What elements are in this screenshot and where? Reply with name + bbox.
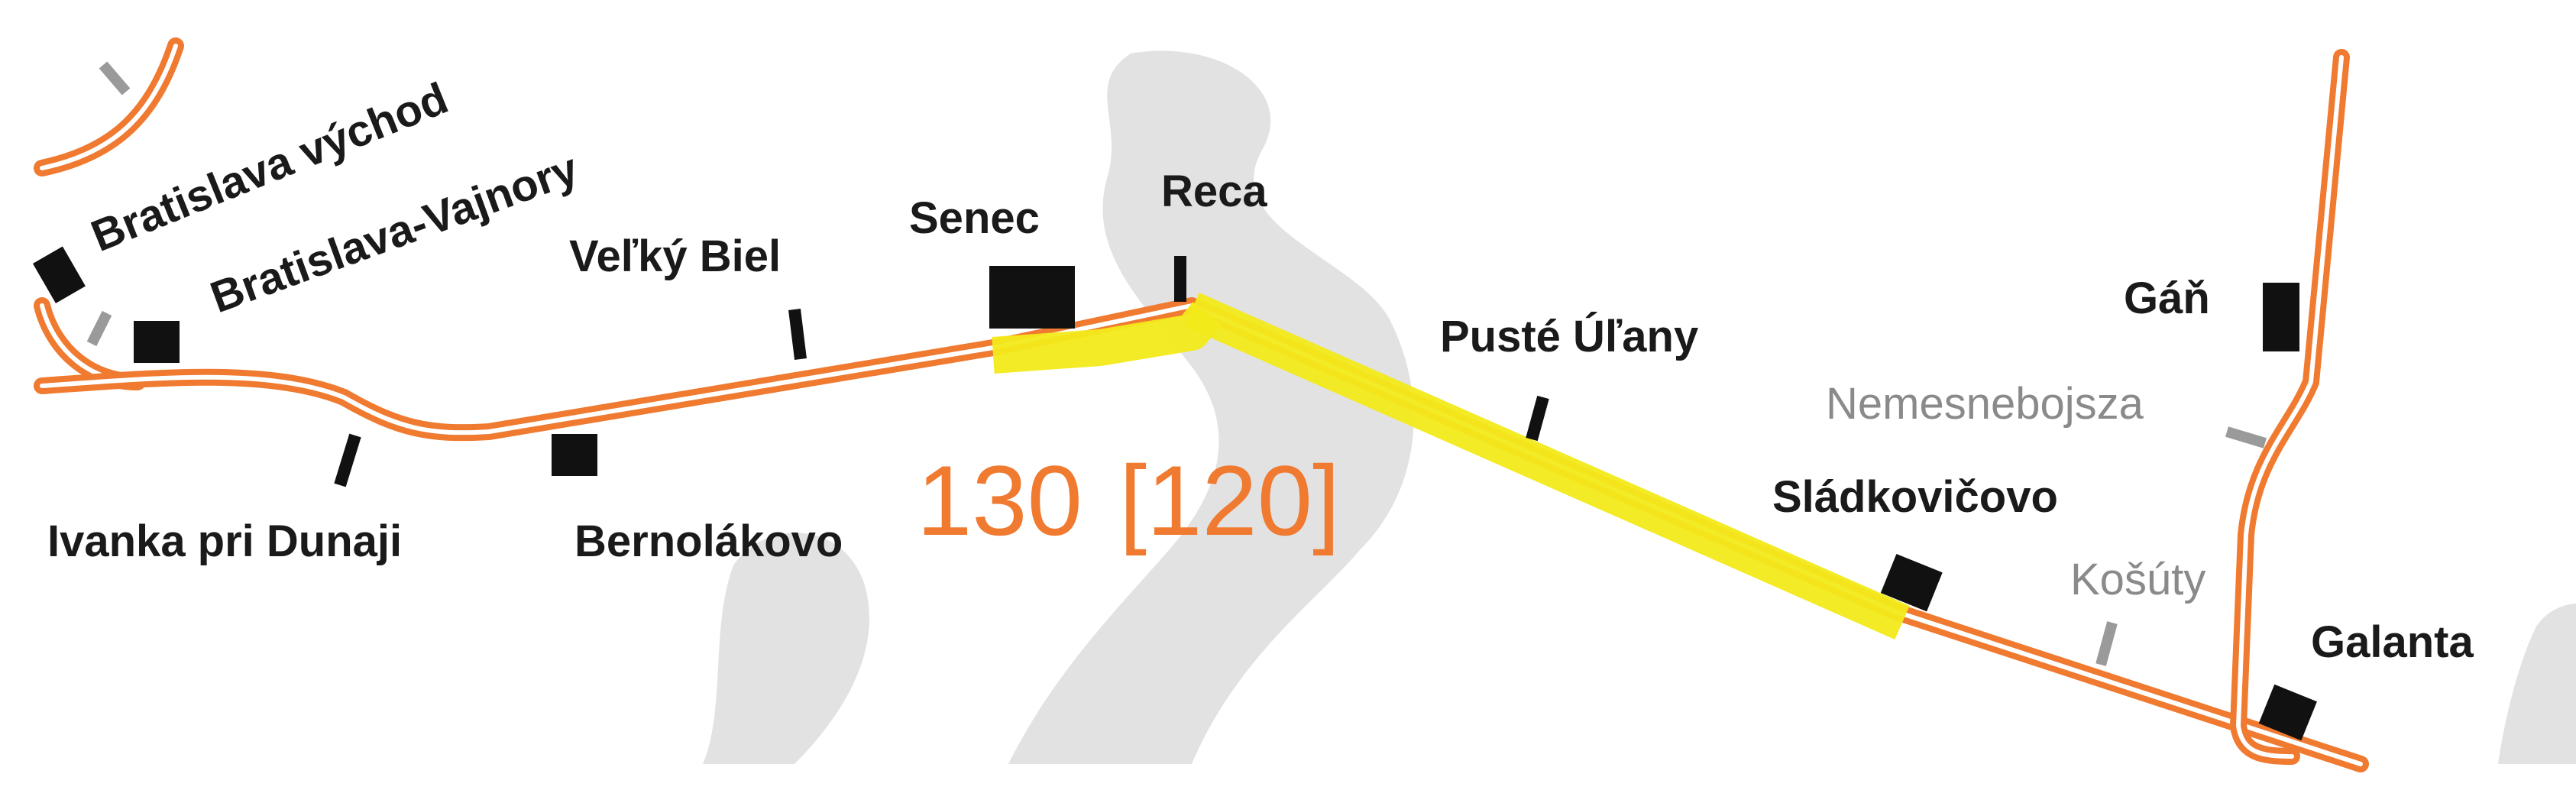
- label-senec: Senec: [909, 193, 1040, 243]
- background-swirl: [1008, 50, 1414, 764]
- rail-branch-gan-inner: [2236, 55, 2344, 759]
- label-velky-biel: Veľký Biel: [569, 232, 781, 281]
- station-marker-sladkovicovo: [1880, 553, 1943, 612]
- tick-left: [86, 310, 112, 347]
- minor-station-markers: [86, 61, 2267, 666]
- station-marker-velky-biel: [788, 309, 807, 360]
- highlighted-section: [992, 293, 1910, 639]
- highlight-reca-sladkovicovo: [1184, 293, 1910, 639]
- rail-branch-upper-left-inner: [40, 44, 178, 170]
- label-bernolakovo: Bernolákovo: [574, 516, 843, 566]
- label-sladkovicovo: Sládkovičovo: [1772, 472, 2058, 522]
- label-ivanka: Ivanka pri Dunaji: [47, 516, 402, 566]
- background-swirl-lower: [703, 533, 869, 764]
- station-markers: [32, 246, 2317, 741]
- tick-nemesnebojsza: [2225, 426, 2267, 448]
- railway-lines: [34, 37, 2369, 772]
- background-swirl-right: [2498, 604, 2576, 764]
- rail-main-line-inner: [40, 303, 2363, 766]
- station-marker-puste-ulany: [1526, 395, 1549, 442]
- label-gan: Gáň: [2124, 274, 2210, 323]
- tick-upper-left: [99, 61, 131, 96]
- tick-kosuty: [2095, 621, 2118, 666]
- route-number-alt: [120]: [1119, 445, 1340, 556]
- station-marker-bernolakovo: [552, 434, 597, 476]
- label-puste-ulany: Pusté Úľany: [1440, 312, 1698, 361]
- route-numbers: 130 [120]: [917, 445, 1340, 556]
- station-marker-ivanka: [334, 433, 361, 487]
- label-kosuty: Košúty: [2070, 555, 2205, 604]
- label-galanta: Galanta: [2311, 617, 2474, 667]
- label-reca: Reca: [1161, 167, 1267, 216]
- station-marker-left-edge: [32, 246, 86, 303]
- background-shapes: [703, 50, 2576, 764]
- route-number-main: 130: [917, 445, 1083, 556]
- station-marker-bratislava-vajnory: [134, 321, 180, 363]
- label-nemesnebojsza: Nemesnebojsza: [1826, 379, 2144, 429]
- station-marker-senec: [989, 266, 1075, 329]
- station-marker-gan: [2263, 283, 2299, 351]
- station-marker-galanta: [2258, 684, 2317, 741]
